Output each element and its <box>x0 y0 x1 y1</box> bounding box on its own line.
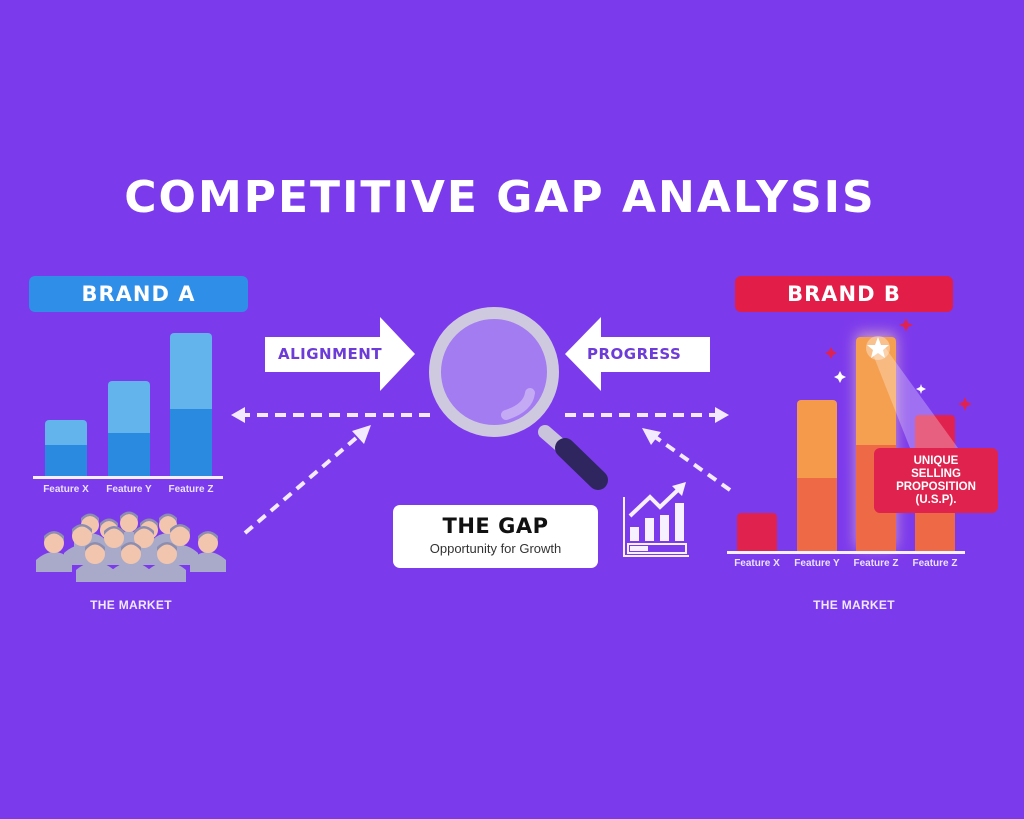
dashed-diagonal-left-icon <box>243 431 364 535</box>
gap-subtitle: Opportunity for Growth <box>429 541 562 556</box>
star-icon <box>866 336 890 360</box>
brand-a-feature-label: Feature Y <box>106 484 152 495</box>
brand-a-feature-label: Feature Z <box>168 484 214 495</box>
brand-a-bar-feature-x <box>45 420 87 477</box>
crowd-icon <box>36 511 226 582</box>
growth-chart-icon <box>623 482 689 557</box>
brand-a-baseline <box>33 476 223 479</box>
magnifying-glass-icon <box>429 307 608 490</box>
usp-line: UNIQUE <box>913 454 959 467</box>
alignment-arrow-icon <box>265 317 415 391</box>
brand-b-baseline <box>727 551 965 554</box>
brand-b-feature-label: Feature Y <box>794 558 840 569</box>
brand-b-market-label: THE MARKET <box>813 598 895 612</box>
brand-b-bar-feature-x <box>737 513 777 552</box>
brand-b-bar-feature-y <box>797 400 837 552</box>
usp-line: SELLING <box>911 467 961 480</box>
page-title: COMPETITIVE GAP ANALYSIS <box>124 172 876 223</box>
sparkle-icons <box>825 318 972 411</box>
brand-a-bar-feature-y <box>108 381 150 477</box>
progress-label: PROGRESS <box>587 345 682 363</box>
progress-arrow-icon <box>565 317 710 391</box>
brand-b-feature-label: Feature Z <box>853 558 899 569</box>
brand-b-label: BRAND B <box>735 276 953 312</box>
brand-a-feature-label: Feature X <box>43 484 89 495</box>
usp-line: PROPOSITION <box>896 480 976 493</box>
alignment-label: ALIGNMENT <box>278 345 383 363</box>
usp-line: (U.S.P). <box>915 493 957 506</box>
gap-title: THE GAP <box>442 514 549 538</box>
gap-box: THE GAP Opportunity for Growth <box>393 505 598 568</box>
brand-b-feature-label: Feature X <box>734 558 780 569</box>
brand-a-bar-feature-z <box>170 333 212 477</box>
usp-box: UNIQUE SELLING PROPOSITION (U.S.P). <box>874 448 998 513</box>
dashed-diagonal-right-icon <box>649 432 732 492</box>
brand-a-market-label: THE MARKET <box>90 598 172 612</box>
brand-b-feature-label: Feature Z <box>912 558 958 569</box>
spotlight-beam <box>872 346 958 448</box>
brand-a-label: BRAND A <box>29 276 248 312</box>
